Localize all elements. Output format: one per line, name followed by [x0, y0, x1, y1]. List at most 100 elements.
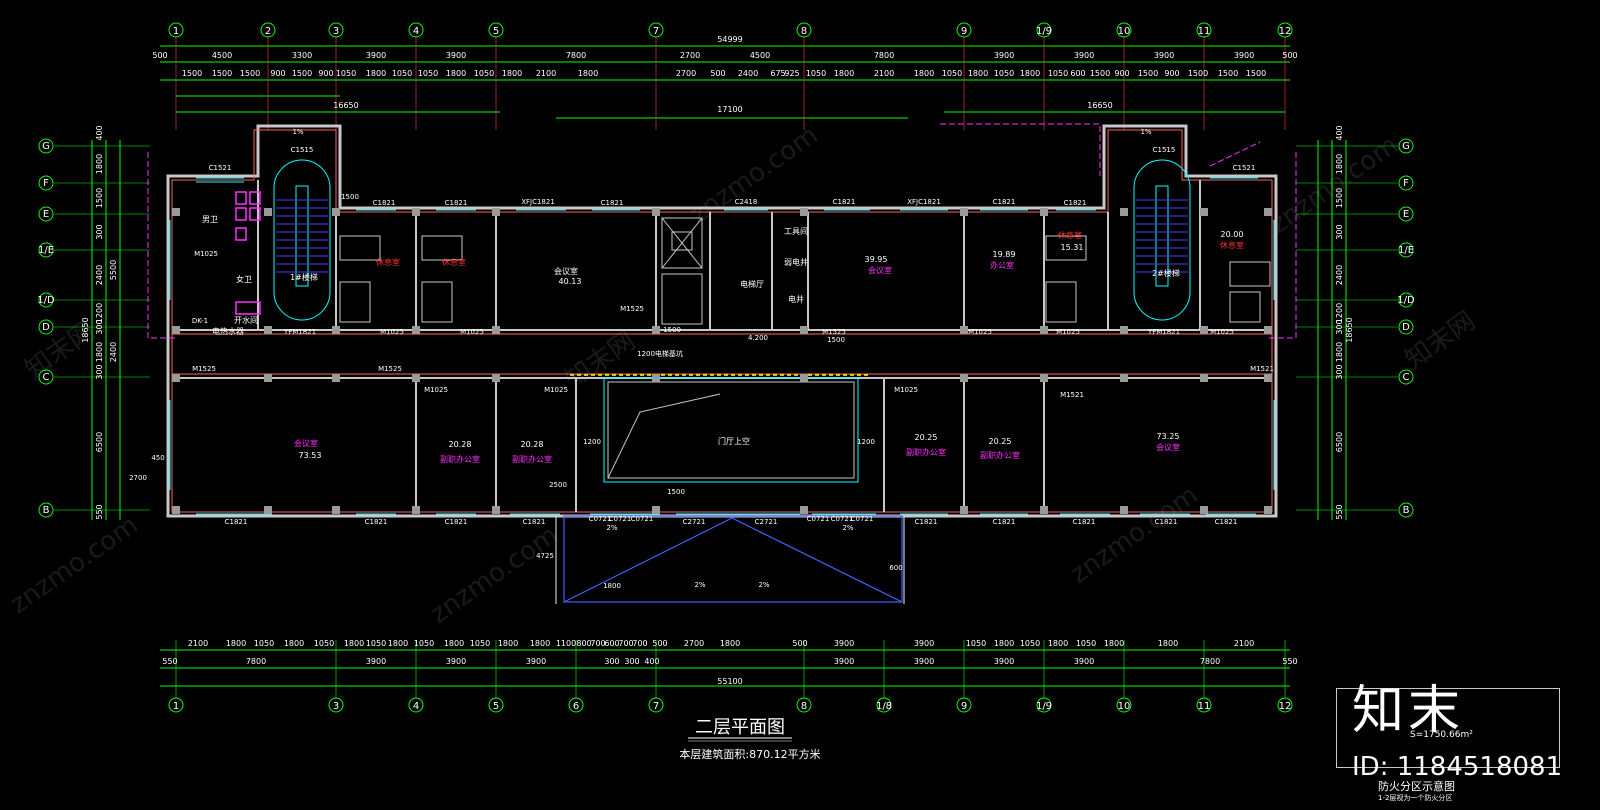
annotation-label: M1525 — [378, 365, 402, 373]
annotation-label: XFJC1821 — [907, 198, 941, 206]
grid-bubble-right — [1398, 319, 1414, 335]
annotation-label: M1025 — [460, 328, 484, 336]
annotation-label: M1025 — [1210, 328, 1234, 336]
grid-label-left: E — [43, 209, 49, 220]
grid-label-bottom: 1 — [173, 701, 179, 712]
dimension-value: 3900 — [1234, 51, 1254, 60]
column — [412, 374, 420, 382]
room-label: 副职办公室 — [512, 454, 552, 464]
dimension-value-left: 300 — [95, 364, 104, 379]
grid-label-top: 12 — [1279, 26, 1292, 37]
column — [172, 208, 180, 216]
column — [1040, 374, 1048, 382]
dimension-value: 1050 — [314, 639, 334, 648]
dimension-value-left: 550 — [95, 504, 104, 519]
dimension-value-left: 1800 — [95, 154, 104, 174]
column — [332, 326, 340, 334]
dimension-value: 1800 — [1048, 639, 1068, 648]
column — [1120, 506, 1128, 514]
dimension-value: 1050 — [254, 639, 274, 648]
height-total-left: 18650 — [81, 317, 90, 342]
dimension-value: 1500 — [292, 69, 312, 78]
column — [412, 506, 420, 514]
furniture — [339, 235, 1271, 323]
room-label: 2#楼梯 — [1152, 268, 1180, 278]
column — [960, 208, 968, 216]
dimension-value: 700 — [618, 639, 633, 648]
column — [1120, 374, 1128, 382]
grid-label-top: 7 — [653, 26, 659, 37]
room-label: 20.25 — [989, 437, 1012, 446]
annotation-label: C0721 — [831, 515, 854, 523]
annotation-label: C1521 — [209, 164, 232, 172]
room-label: 副职办公室 — [980, 450, 1020, 460]
grid-bubble-top — [488, 22, 504, 38]
annotation-label: M1525 — [822, 328, 846, 336]
column — [172, 374, 180, 382]
grid-label-bottom: 9 — [961, 701, 967, 712]
height-total-right: 18650 — [1345, 317, 1354, 342]
dimension-value: 1500 — [1090, 69, 1110, 78]
grid-label-top: 2 — [265, 26, 271, 37]
dimension-value: 1050 — [942, 69, 962, 78]
dimension-value: 3900 — [994, 657, 1014, 666]
annotation-label: M1025 — [968, 328, 992, 336]
room-label: 20.25 — [915, 433, 938, 442]
column — [492, 374, 500, 382]
dimension-value: 1500 — [240, 69, 260, 78]
column — [1264, 506, 1272, 514]
dimension-value: 1050 — [474, 69, 494, 78]
column — [332, 506, 340, 514]
dimension-value: 3900 — [914, 657, 934, 666]
dimension-value: 2400 — [738, 69, 758, 78]
grid-label-left: C — [43, 372, 50, 383]
dimension-value-right: 400 — [1335, 125, 1344, 140]
dimension-value-left-outer: 2400 — [109, 342, 118, 362]
dimension-value: 3900 — [446, 51, 466, 60]
column — [960, 506, 968, 514]
annotation-label: C1821 — [1073, 518, 1096, 526]
annotation-label: 1500 — [667, 488, 685, 496]
room-label: 电梯厅 — [740, 279, 764, 289]
room-label: 20.28 — [449, 440, 472, 449]
dimension-value: 300 — [624, 657, 639, 666]
grid-label-right: F — [1403, 178, 1409, 189]
column — [652, 326, 660, 334]
dimension-value: 1050 — [1020, 639, 1040, 648]
dimension-value: 1800 — [1104, 639, 1124, 648]
span-left-dim: 16650 — [333, 101, 358, 110]
fire-zone-outline — [147, 123, 1297, 339]
column — [264, 506, 272, 514]
dimension-value: 7800 — [566, 51, 586, 60]
dimension-value: 900 — [270, 69, 285, 78]
annotation-label: 2700 — [129, 474, 147, 482]
column — [652, 374, 660, 382]
annotation-label: C1821 — [993, 518, 1016, 526]
dimension-value: 3900 — [914, 639, 934, 648]
grid-bubble-top — [1036, 22, 1052, 38]
scale-note: S=1750.66m² — [1410, 730, 1473, 740]
grid-label-top: 4 — [413, 26, 419, 37]
grid-label-top: 3 — [333, 26, 339, 37]
grid-label-left: 1/E — [38, 245, 54, 256]
dimension-value: 1800 — [498, 639, 518, 648]
annotation-label: 600 — [889, 564, 902, 572]
annotation-label: C0721 — [631, 515, 654, 523]
annotation-label: C0721 — [851, 515, 874, 523]
grid-bubble-right — [1398, 292, 1414, 308]
dimension-value: 1800 — [446, 69, 466, 78]
grid-label-left: F — [43, 178, 49, 189]
fire-zone-note: 1-2层视为一个防火分区 — [1378, 794, 1453, 802]
dimension-value: 550 — [162, 657, 177, 666]
dimension-value: 1500 — [1218, 69, 1238, 78]
dimension-value: 1800 — [834, 69, 854, 78]
column — [332, 374, 340, 382]
stair-2 — [1133, 159, 1191, 321]
dimension-value-right: 1500 — [1335, 188, 1344, 208]
dimension-value-right: 300 — [1335, 224, 1344, 239]
grid-label-top: 10 — [1118, 26, 1131, 37]
column — [412, 208, 420, 216]
annotation-label: C1821 — [523, 518, 546, 526]
dimension-value: 1800 — [994, 639, 1014, 648]
